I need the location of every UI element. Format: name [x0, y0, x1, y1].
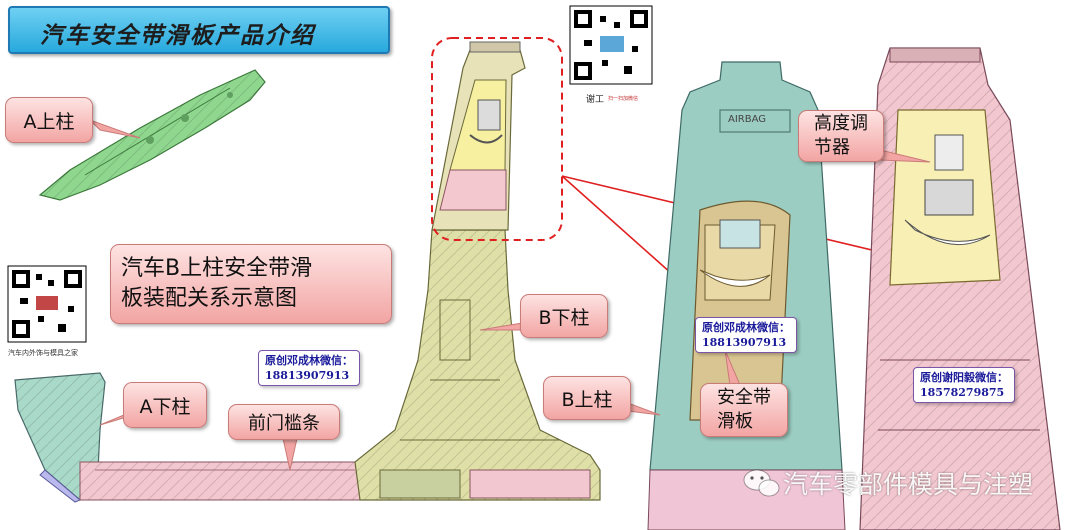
page-title: 汽车安全带滑板产品介绍: [40, 22, 315, 49]
airbag-emboss-text: AIRBAG: [728, 114, 767, 125]
wechat-icon: [743, 468, 779, 498]
label-b-lower-box: B下柱: [520, 294, 608, 338]
wechat-credit-line1: 原创谢阳毅微信：: [920, 371, 1008, 384]
b-upper-pillar-part-teal: [647, 61, 846, 530]
b-upper-pillar-part-small: [431, 41, 526, 231]
wechat-watermark-icon: [743, 469, 780, 497]
b-upper-pillar-part-pink: [859, 47, 1061, 530]
label-b-upper-box: B上柱: [543, 376, 631, 420]
wechat-credit-line1: 原创邓成林微信：: [265, 354, 353, 367]
label-b-upper: B上柱: [561, 388, 613, 411]
label-belt-slider-box: 安全带 滑板: [700, 383, 788, 437]
wechat-credit-box: 原创谢阳毅微信： 18578279875: [913, 367, 1015, 403]
qr-top-sub: 扫一扫加微信: [608, 96, 639, 102]
highlight-box: [431, 37, 563, 241]
wechat-credit-line2: 18578279875: [920, 386, 1005, 399]
wechat-credit-line2: 18813907913: [702, 336, 787, 349]
diagram-caption-box: 汽车B上柱安全带滑 板装配关系示意图: [110, 244, 392, 324]
label-a-upper: A上柱: [23, 110, 75, 133]
label-height-adjuster: 高度调 节器: [814, 113, 868, 158]
watermark-text: 汽车零部件模具与注塑: [783, 470, 1034, 499]
diagram-caption: 汽车B上柱安全带滑 板装配关系示意图: [121, 256, 313, 311]
lower-trim-assembly-part: [14, 229, 601, 503]
label-a-lower-box: A下柱: [123, 382, 207, 428]
label-belt-slider: 安全带 滑板: [717, 387, 771, 432]
qr-code-top: [569, 5, 653, 85]
wechat-credit-line1: 原创邓成林微信：: [702, 321, 790, 334]
wechat-credit-box: 原创邓成林微信： 18813907913: [695, 317, 797, 353]
title-banner: 汽车安全带滑板产品介绍: [8, 6, 390, 54]
qr-left-caption: 汽车内外饰与模具之家: [8, 349, 78, 357]
wechat-credit-line2: 18813907913: [265, 369, 350, 382]
label-front-sill: 前门槛条: [248, 413, 320, 434]
label-a-lower: A下柱: [139, 395, 191, 418]
label-b-lower: B下柱: [538, 306, 590, 329]
label-height-adjuster-box: 高度调 节器: [798, 110, 884, 162]
qr-code-left: [7, 265, 87, 343]
qr-top-name: 谢工: [586, 95, 605, 105]
label-a-upper-box: A上柱: [5, 97, 93, 143]
label-front-sill-box: 前门槛条: [228, 404, 340, 440]
wechat-credit-box: 原创邓成林微信： 18813907913: [258, 350, 360, 386]
a-upper-pillar-part: [38, 69, 266, 201]
watermark: 汽车零部件模具与注塑: [743, 465, 1033, 501]
